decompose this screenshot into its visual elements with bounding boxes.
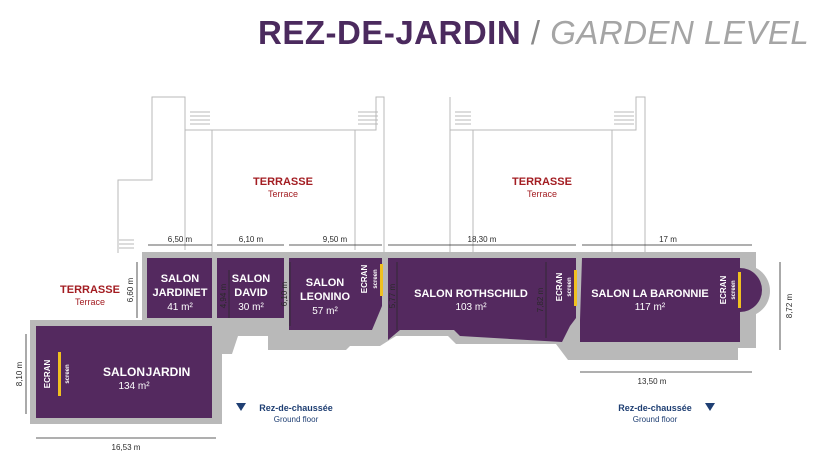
screens: ECRAN screen ECRAN screen ECRAN screen E…	[43, 264, 741, 396]
dimension-label: 6,50 m	[168, 235, 193, 244]
title-separator: /	[530, 14, 541, 51]
screen-marker	[738, 272, 741, 308]
screen-label-english: screen	[373, 269, 379, 289]
screen-label-english: screen	[65, 364, 71, 384]
room-name: SALON	[306, 277, 345, 289]
room-salon-david	[217, 258, 284, 318]
screen-label-english: screen	[567, 277, 573, 297]
dimension-label: 8,72 m	[785, 293, 794, 318]
exit-label: Rez-de-chaussée	[259, 403, 333, 413]
room-area: 117 m²	[635, 302, 666, 313]
dimension-label: 16,53 m	[112, 443, 141, 452]
room-area: 103 m²	[455, 302, 487, 313]
exit-labels: Rez-de-chaussée Ground floor Rez-de-chau…	[236, 403, 715, 424]
screen-label: ECRAN	[360, 265, 369, 294]
down-arrow-icon	[705, 403, 715, 411]
screen-label: ECRAN	[43, 360, 52, 389]
dimension-label: 6,10 m	[239, 235, 264, 244]
room-name: SALON	[161, 273, 200, 285]
room-area: 57 m²	[312, 306, 338, 317]
dimension-label: 6,10 m	[280, 281, 289, 306]
room-name: SALON ROTHSCHILD	[414, 288, 528, 300]
dimension-label: 5,77 m	[388, 283, 397, 308]
room-salon-jardinet	[147, 258, 212, 318]
dimension-label: 13,50 m	[638, 377, 667, 386]
room-name: SALON LA BARONNIE	[591, 288, 709, 300]
room-name-second-line: JARDIN	[146, 365, 191, 379]
screen-marker	[58, 352, 61, 396]
room-name: SALON	[103, 365, 145, 379]
dimension-label: 9,50 m	[323, 235, 348, 244]
dimension-label: 7,82 m	[536, 287, 545, 312]
screen-label-english: screen	[731, 280, 737, 300]
room-name: SALON	[232, 273, 271, 285]
terrace-outlines	[117, 96, 646, 253]
exit-label-english: Ground floor	[633, 415, 678, 424]
page-title: REZ-DE-JARDIN / GARDEN LEVEL	[258, 14, 809, 52]
terrace-label-english: Terrace	[75, 297, 105, 307]
dimension-label: 6,60 m	[126, 277, 135, 302]
room-salon-la-baronnie	[580, 258, 762, 342]
terrace-label: TERRASSE	[60, 284, 120, 296]
room-labels: SALON JARDIN 134 m² SALON JARDINET 41 m²…	[103, 273, 709, 392]
title-french: REZ-DE-JARDIN	[258, 14, 522, 51]
room-area: 41 m²	[167, 302, 193, 313]
room-name-second-line: JARDINET	[152, 287, 207, 299]
screen-marker	[574, 270, 577, 306]
room-name-second-line: LEONINO	[300, 291, 351, 303]
terrace-labels: TERRASSE Terrace TERRASSE Terrace TERRAS…	[60, 176, 572, 307]
terrace-label: TERRASSE	[512, 176, 572, 188]
terrace-label-english: Terrace	[527, 189, 557, 199]
dimension-lines	[25, 244, 781, 439]
dimension-label: 4,94 m	[219, 283, 228, 308]
rooms	[36, 258, 762, 418]
dimension-labels: 6,50 m 6,10 m 9,50 m 18,30 m 17 m 16,53 …	[15, 235, 794, 452]
dimension-label: 17 m	[659, 235, 677, 244]
dimension-label: 8,10 m	[15, 361, 24, 386]
screen-label: ECRAN	[719, 276, 728, 305]
screen-label: ECRAN	[555, 273, 564, 302]
terrace-label: TERRASSE	[253, 176, 313, 188]
room-salon-rothschild	[388, 258, 576, 342]
screen-marker	[380, 264, 383, 296]
exit-label-english: Ground floor	[274, 415, 319, 424]
dimension-label: 18,30 m	[468, 235, 497, 244]
exit-label: Rez-de-chaussée	[618, 403, 692, 413]
room-area: 30 m²	[238, 302, 264, 313]
title-english: GARDEN LEVEL	[550, 14, 810, 51]
terrace-label-english: Terrace	[268, 189, 298, 199]
room-salon-leonino	[289, 258, 382, 330]
room-salon-jardin	[36, 326, 212, 418]
down-arrow-icon	[236, 403, 246, 411]
room-area: 134 m²	[118, 381, 150, 392]
room-name-second-line: DAVID	[234, 287, 267, 299]
